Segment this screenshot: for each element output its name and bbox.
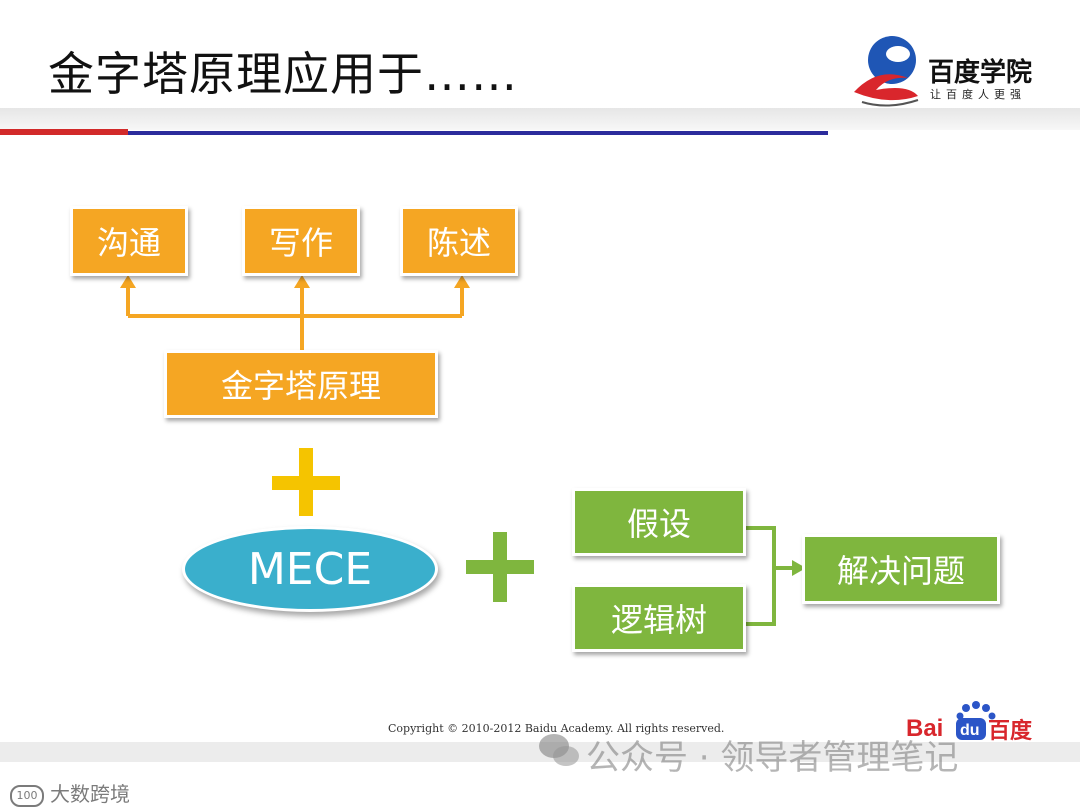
logo-slogan: 让百度人更强 bbox=[930, 88, 1026, 101]
box-pyramid-principle: 金字塔原理 bbox=[164, 350, 438, 418]
box-writing: 写作 bbox=[242, 206, 360, 276]
wechat-icon bbox=[539, 734, 579, 766]
corner-logo-icon: 100 bbox=[10, 784, 44, 807]
wechat-watermark: 公众号 · 领导者管理笔记 bbox=[586, 738, 959, 778]
box-logic-tree: 逻辑树 bbox=[572, 584, 746, 652]
mece-ellipse: MECE bbox=[182, 526, 438, 612]
box-communication: 沟通 bbox=[70, 206, 188, 276]
baidu-academy-logo bbox=[854, 36, 919, 107]
svg-text:Bai: Bai bbox=[906, 715, 943, 742]
corner-watermark: 100 大数跨境 bbox=[10, 778, 130, 807]
baidu-logo: Bai du 百度 bbox=[906, 701, 1033, 744]
arrow-up-icon bbox=[454, 275, 470, 288]
header-accent-blue bbox=[128, 131, 828, 135]
box-solve-problem: 解决问题 bbox=[802, 534, 1000, 604]
corner-text: 大数跨境 bbox=[50, 782, 130, 806]
baidu-paw-icon bbox=[956, 701, 996, 720]
footer-strip bbox=[0, 742, 1080, 762]
plus-icon bbox=[466, 532, 534, 602]
arrow-right-icon bbox=[792, 560, 806, 576]
box-presentation: 陈述 bbox=[400, 206, 518, 276]
box-hypothesis: 假设 bbox=[572, 488, 746, 556]
page-title: 金字塔原理应用于…… bbox=[48, 47, 518, 101]
logo-name: 百度学院 bbox=[928, 58, 1033, 88]
arrow-up-icon bbox=[294, 275, 310, 288]
connector-bracket bbox=[744, 526, 776, 626]
arrow-up-icon bbox=[120, 275, 136, 288]
plus-icon bbox=[272, 448, 340, 516]
svg-text:du: du bbox=[960, 722, 980, 739]
copyright-text: Copyright © 2010-2012 Baidu Academy. All… bbox=[388, 722, 725, 735]
header-accent-red bbox=[0, 129, 128, 135]
header-divider bbox=[0, 108, 1080, 130]
svg-text:百度: 百度 bbox=[988, 718, 1033, 744]
